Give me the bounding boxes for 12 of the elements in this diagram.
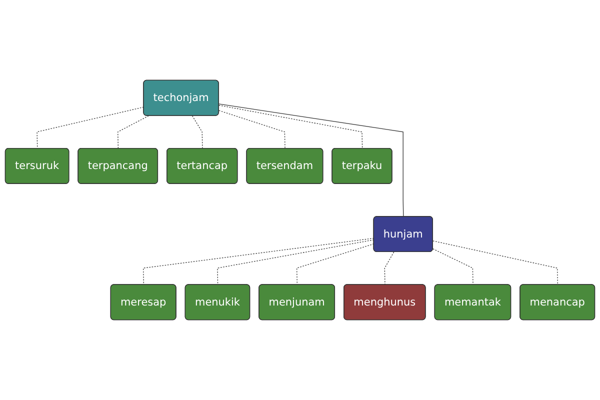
connector: [143, 238, 374, 286]
connector: [192, 116, 203, 149]
connector: [218, 110, 286, 149]
connector: [217, 239, 374, 286]
connector: [118, 116, 149, 149]
connector: [384, 252, 394, 286]
connector: [296, 244, 374, 286]
connector: [432, 240, 558, 286]
connector: [36, 106, 144, 149]
connector: [218, 104, 363, 149]
connector: [432, 248, 474, 286]
connector: [218, 104, 404, 218]
